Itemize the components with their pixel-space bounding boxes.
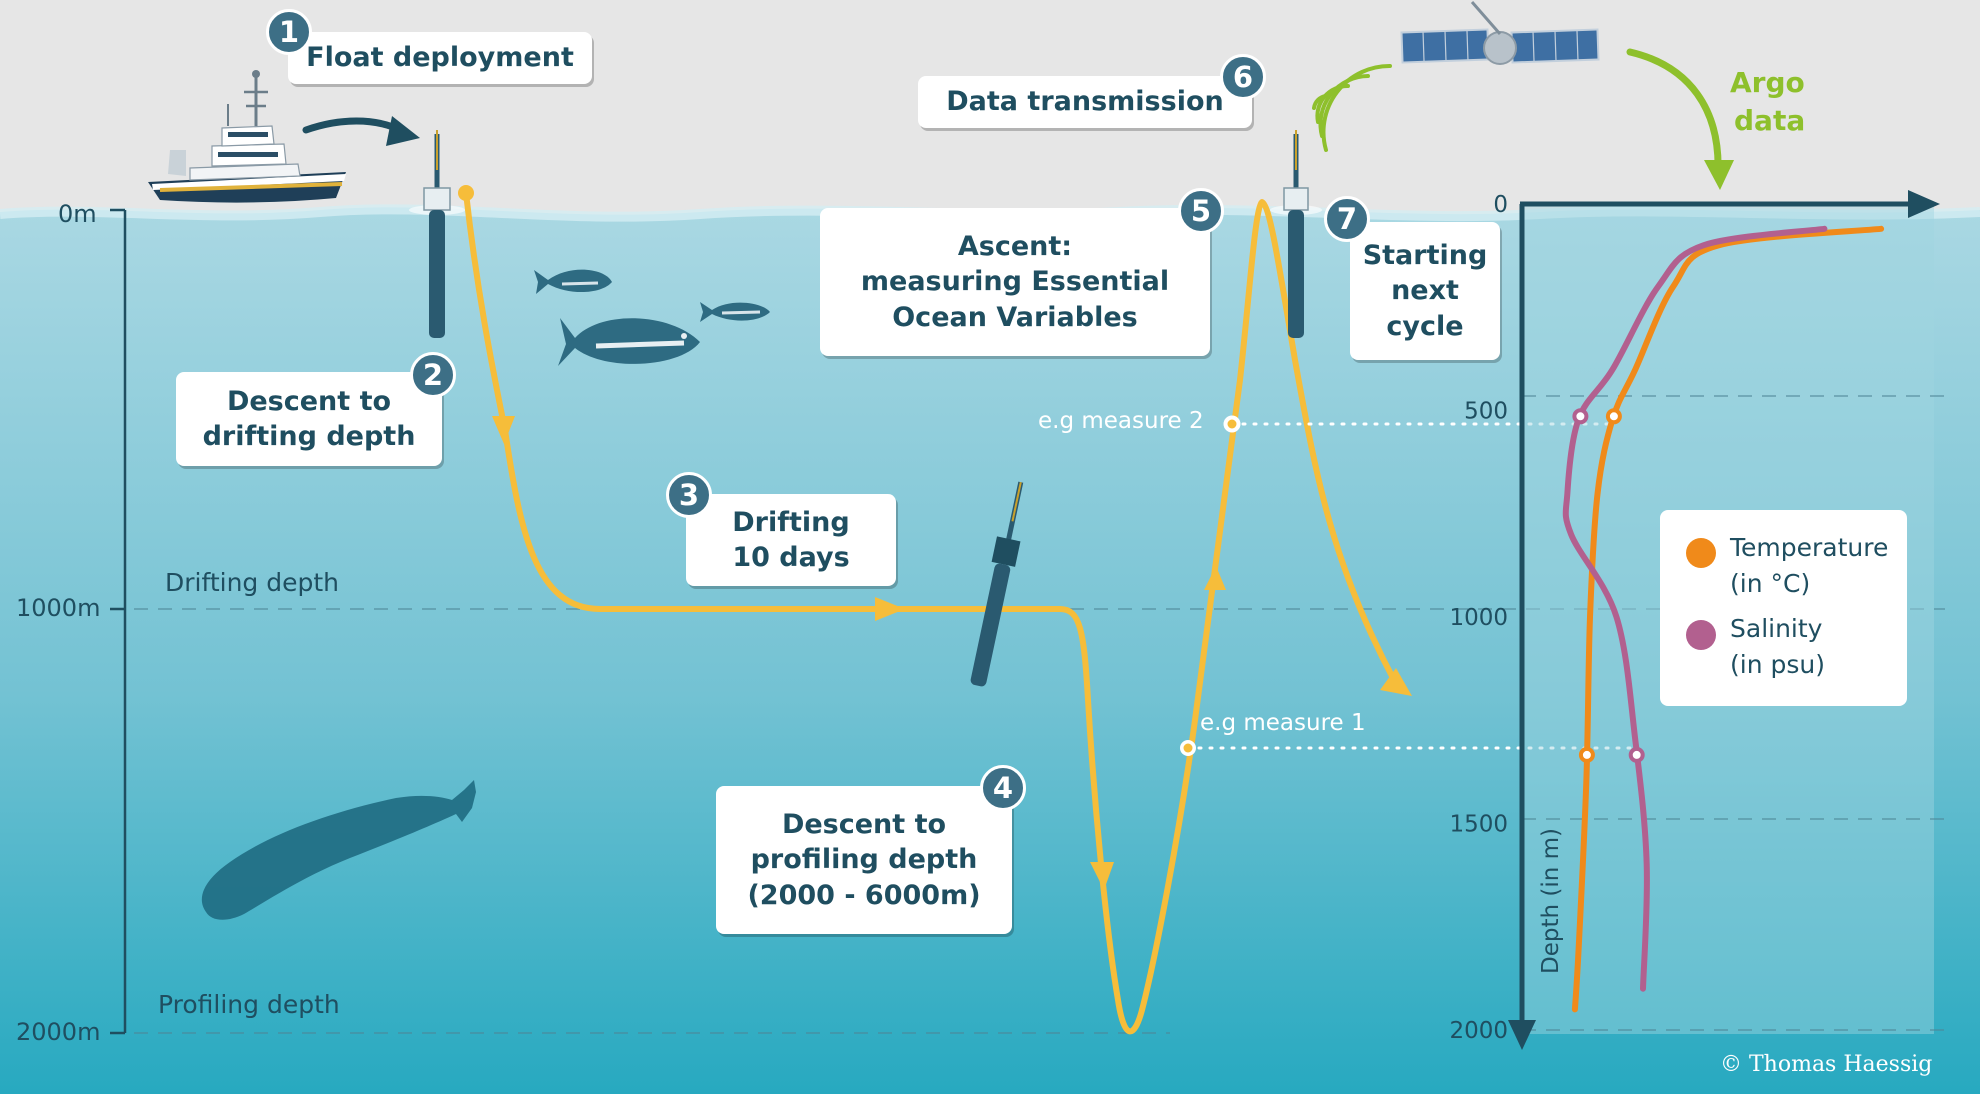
- measure-2-label: e.g measure 2: [1038, 408, 1204, 434]
- chart-y-tick-0: 0: [1493, 192, 1508, 218]
- float-trajectory: [463, 190, 1398, 1035]
- salinity-profile-line: [1562, 225, 1828, 992]
- legend-salinity-swatch: [1686, 620, 1716, 650]
- step-7-line-2: next: [1391, 275, 1459, 307]
- argo-data-arrow: [1626, 48, 1722, 176]
- step-3-line-2: 10 days: [732, 542, 850, 573]
- measure-2-temperature-marker: [1605, 408, 1622, 425]
- trajectory-arrowhead-next-cycle: [1380, 668, 1412, 696]
- step-4-box: Descent to profiling depth (2000 - 6000m…: [716, 786, 1012, 934]
- chart-y-axis-title: Depth (in m): [1538, 828, 1564, 974]
- chart-y-tick-2000: 2000: [1449, 1018, 1508, 1044]
- research-vessel: [148, 70, 346, 203]
- chart-y-tick-1000: 1000: [1449, 605, 1508, 631]
- step-2-line-2: drifting depth: [202, 421, 416, 452]
- float-drifting: [970, 481, 1024, 687]
- float-at-surface: [1270, 130, 1322, 338]
- sperm-whale: [201, 780, 477, 920]
- step-7-badge: 7: [1324, 196, 1370, 242]
- measure-1-temperature-marker: [1578, 746, 1595, 763]
- argo-data-label-line-2: data: [1734, 104, 1806, 137]
- credit-text: © Thomas Haessig: [1720, 1052, 1933, 1077]
- step-6-box: Data transmission: [918, 76, 1252, 128]
- legend-salinity-line-2: (in psu): [1730, 650, 1825, 680]
- trajectory-arrowhead-drift: [875, 597, 905, 621]
- drifting-depth-label: Drifting depth: [165, 568, 340, 597]
- step-7-line-3: cycle: [1386, 310, 1464, 342]
- step-4-line-3: (2000 - 6000m): [747, 879, 981, 911]
- step-2-badge: 2: [410, 352, 456, 398]
- step-2-line-1: Descent to: [226, 385, 392, 417]
- depth-label-0m: 0m: [58, 200, 97, 228]
- step-5-box: Ascent: measuring Essential Ocean Variab…: [820, 208, 1210, 356]
- tuna-fish-group: [534, 269, 770, 366]
- step-7-box: Starting next cycle: [1350, 222, 1500, 360]
- temperature-profile-line: [1571, 225, 1885, 1013]
- step-5-line-3: Ocean Variables: [892, 301, 1138, 333]
- measure-1-salinity-marker: [1628, 746, 1645, 763]
- argo-data-arrowhead: [1704, 160, 1734, 190]
- legend-temperature-line-1: Temperature: [1730, 533, 1889, 562]
- step-1-box: Float deployment: [288, 32, 592, 84]
- measure-1-label: e.g measure 1: [1200, 710, 1366, 736]
- float-at-deployment: [409, 130, 465, 338]
- profile-x-arrowhead: [1908, 190, 1940, 218]
- step-1-line-1: Float deployment: [306, 42, 574, 74]
- profile-y-arrowhead: [1508, 1020, 1536, 1050]
- step-5-line-1: Ascent:: [957, 231, 1073, 263]
- legend-temperature-line-2: (in °C): [1730, 569, 1811, 599]
- step-6-badge: 6: [1220, 54, 1266, 100]
- argo-data-label-line-1: Argo: [1730, 66, 1805, 99]
- step-4-badge: 4: [980, 765, 1026, 811]
- legend-salinity-label: Salinity (in psu): [1730, 611, 1825, 684]
- step-7-line-1: Starting: [1362, 240, 1488, 272]
- legend-temperature-swatch: [1686, 538, 1716, 568]
- chart-y-tick-500: 500: [1464, 399, 1508, 425]
- measure-2-salinity-marker: [1572, 408, 1589, 425]
- step-3-box: Drifting 10 days: [686, 494, 896, 586]
- legend-salinity-line-1: Salinity: [1730, 614, 1823, 643]
- step-3-line-1: Drifting: [732, 506, 850, 538]
- profiling-depth-label: Profiling depth: [158, 990, 340, 1019]
- step-2-box: Descent to drifting depth: [176, 372, 442, 466]
- deployment-arrowhead: [386, 116, 420, 146]
- legend-temperature-label: Temperature (in °C): [1730, 530, 1888, 603]
- step-1-badge: 1: [266, 9, 312, 55]
- chart-y-tick-1500: 1500: [1449, 812, 1508, 838]
- step-4-line-2: profiling depth: [750, 844, 978, 876]
- signal-waves: [1312, 63, 1392, 152]
- step-4-line-1: Descent to: [781, 809, 947, 841]
- step-5-badge: 5: [1178, 188, 1224, 234]
- float-start-point: [458, 185, 474, 201]
- trajectory-arrowhead-profiling: [1090, 862, 1114, 890]
- depth-label-1000m: 1000m: [16, 594, 101, 622]
- step-3-badge: 3: [666, 472, 712, 518]
- step-6-line-1: Data transmission: [946, 86, 1224, 118]
- chart-legend: Temperature (in °C) Salinity (in psu): [1660, 510, 1907, 706]
- depth-label-2000m: 2000m: [16, 1018, 101, 1046]
- trajectory-arrowhead-ascent: [1204, 566, 1226, 590]
- trajectory-arrowhead-descent: [492, 416, 515, 444]
- step-5-line-2: measuring Essential: [860, 266, 1170, 298]
- satellite: [1400, 1, 1600, 65]
